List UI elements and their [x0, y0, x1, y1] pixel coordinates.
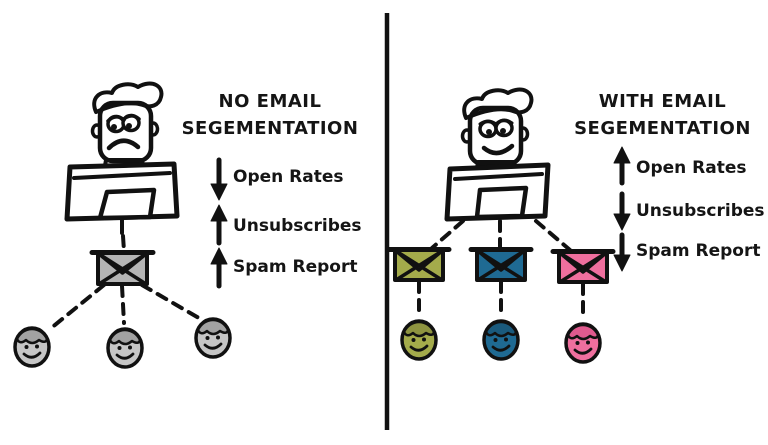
right-dash-monitor-to-envelope-1: [430, 219, 465, 250]
left-sender-frown-mouth: [106, 138, 141, 151]
right-segment-envelope-pink: [550, 249, 616, 284]
right-sender-pupil-left: [486, 129, 492, 135]
left-mass-envelope-icon: [89, 250, 156, 286]
left-audience-face-2: [106, 327, 144, 369]
left-monitor-bezel-line: [72, 171, 172, 180]
up-arrow-icon: [210, 204, 228, 222]
left-sender-head: [97, 100, 154, 164]
right-segment-envelope-blue: [468, 247, 534, 282]
right-sender-figure: [444, 87, 551, 222]
right-metric-spam-report: Spam Report: [636, 241, 761, 261]
right-segment-envelope-olive: [386, 247, 452, 282]
left-dash-envelope-to-face-3: [140, 283, 206, 323]
down-arrow-icon: [613, 213, 631, 231]
right-metric-unsubscribes: Unsubscribes: [636, 201, 765, 221]
left-sender-hair: [92, 81, 164, 114]
right-monitor-bezel-line: [453, 172, 544, 181]
left-metric-unsubscribes: Unsubscribes: [233, 216, 362, 236]
left-audience-face-3: [194, 317, 232, 359]
right-audience-face-blue: [482, 319, 520, 361]
left-title: NO EMAIL SEGEMENTATION: [170, 88, 370, 142]
left-sender-pupil-right: [126, 123, 132, 129]
up-arrow-icon: [613, 146, 631, 164]
left-title-line1: NO EMAIL: [218, 91, 322, 112]
right-sender-pupil-right: [500, 128, 506, 134]
left-audience-face-1: [13, 326, 51, 368]
right-sender-head: [467, 105, 524, 167]
left-metric-arrows: [210, 157, 228, 289]
left-sender-figure: [64, 81, 180, 235]
right-sender-smile-mouth: [481, 143, 515, 156]
left-dash-envelope-to-face-2: [120, 284, 126, 325]
right-sender-brow-right: [495, 118, 514, 125]
left-metric-open-rates: Open Rates: [233, 167, 344, 187]
right-dash-monitor-to-envelope-3: [534, 219, 572, 252]
left-sender-pupil-left: [111, 124, 117, 130]
right-title-line1: WITH EMAIL: [598, 91, 727, 112]
right-audience-face-pink: [564, 322, 602, 364]
right-sender-hair: [462, 87, 534, 120]
left-dash-envelope-to-face-1: [48, 283, 106, 331]
right-title-line2: SEGEMENTATION: [574, 118, 751, 139]
right-metric-open-rates: Open Rates: [636, 158, 747, 178]
right-title: WITH EMAIL SEGEMENTATION: [560, 88, 765, 142]
left-monitor-stand: [97, 187, 157, 221]
left-metric-spam-report: Spam Report: [233, 257, 358, 277]
right-audience-face-olive: [400, 319, 438, 361]
down-arrow-icon: [210, 183, 228, 201]
left-dash-monitor-to-envelope: [121, 234, 126, 253]
up-arrow-icon: [210, 247, 228, 265]
right-metric-arrows: [613, 146, 631, 272]
down-arrow-icon: [613, 254, 631, 272]
left-title-line2: SEGEMENTATION: [181, 118, 359, 139]
left-sender-eyelid-right: [121, 114, 141, 122]
right-monitor-stand: [474, 185, 529, 220]
right-sender-brow-left: [478, 119, 498, 126]
